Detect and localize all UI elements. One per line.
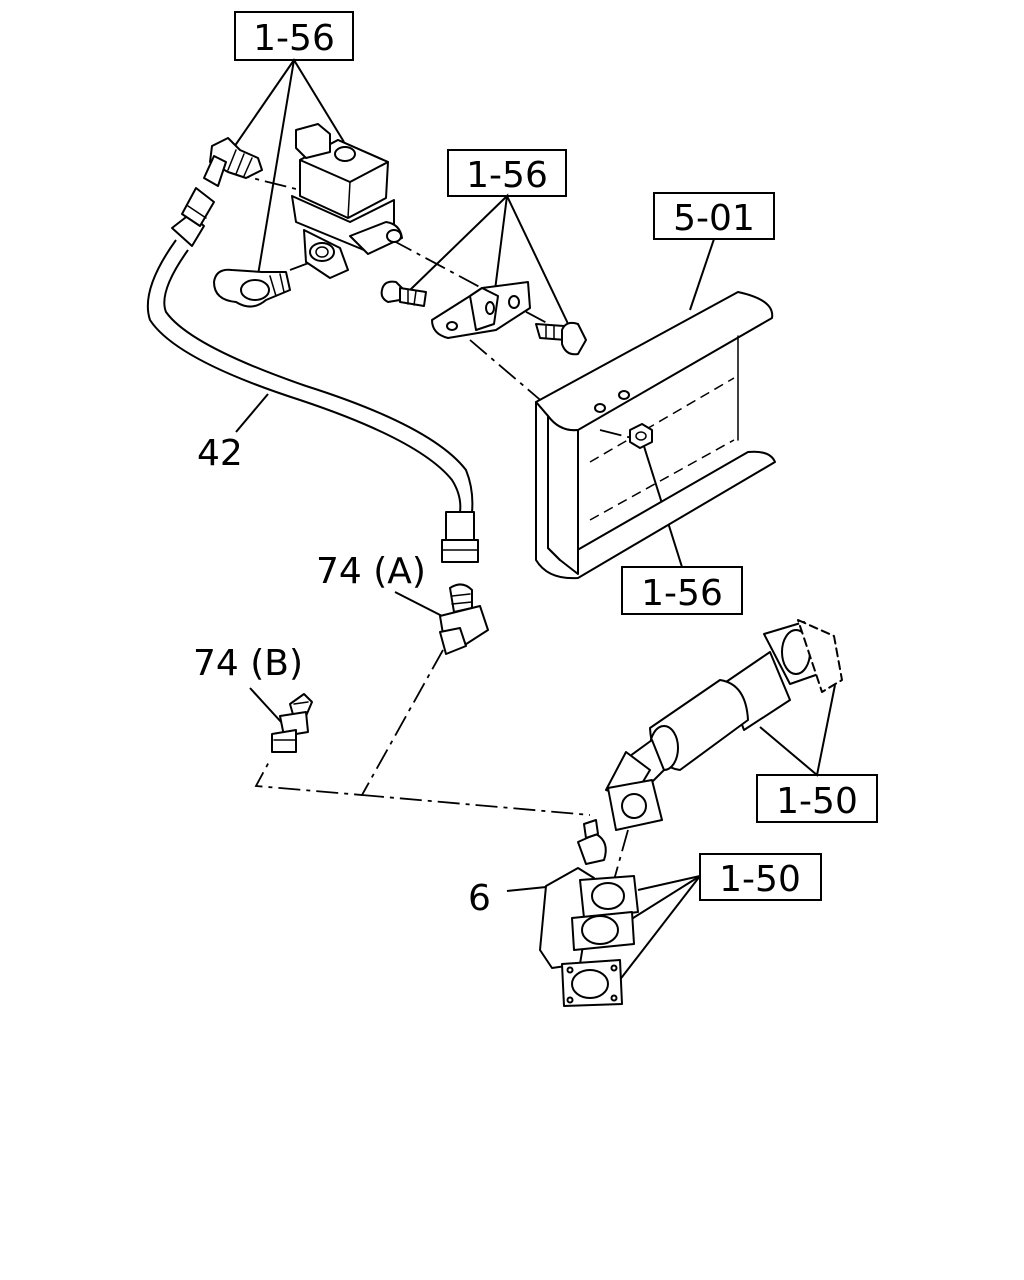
bracket-bolt-right[interactable] <box>535 321 587 356</box>
ref-box-5-01[interactable]: 5-01 <box>653 192 775 240</box>
ref-label-5-01: 5-01 <box>673 198 755 239</box>
ref-box-1-50-pipe[interactable]: 1-50 <box>756 774 878 823</box>
part-label-74b[interactable]: 74 (B) <box>193 643 303 684</box>
fitting-74b[interactable] <box>271 693 313 753</box>
ref-box-1-56-top[interactable]: 1-56 <box>234 11 354 61</box>
frame-rail[interactable] <box>535 291 776 580</box>
ref-label-1-50-gaskets: 1-50 <box>719 859 801 900</box>
banjo-fitting[interactable] <box>213 268 291 308</box>
ref-box-1-50-gaskets[interactable]: 1-50 <box>699 853 822 901</box>
elbow-fitting-top[interactable] <box>203 137 263 187</box>
part-label-6[interactable]: 6 <box>468 878 491 919</box>
hose-42[interactable] <box>146 187 479 563</box>
leader-lines <box>231 58 836 991</box>
exhaust-brake-6[interactable] <box>539 819 639 1007</box>
ref-label-1-56-nut: 1-56 <box>641 573 723 614</box>
ref-label-1-56-bracket: 1-56 <box>466 155 548 196</box>
part-label-42[interactable]: 42 <box>197 433 243 474</box>
fitting-74a[interactable] <box>439 583 489 655</box>
exhaust-pipe[interactable] <box>605 619 843 831</box>
bracket-bolt-left[interactable] <box>380 280 427 307</box>
part-label-74a[interactable]: 74 (A) <box>316 551 426 592</box>
ref-label-1-56-top: 1-56 <box>253 18 335 59</box>
ref-box-1-56-nut[interactable]: 1-56 <box>621 566 743 615</box>
ref-label-1-50-pipe: 1-50 <box>776 781 858 822</box>
solenoid-valve[interactable] <box>291 123 403 279</box>
frame-nut[interactable] <box>629 423 653 449</box>
ref-box-1-56-bracket[interactable]: 1-56 <box>447 149 567 197</box>
valve-bracket[interactable] <box>431 281 531 339</box>
